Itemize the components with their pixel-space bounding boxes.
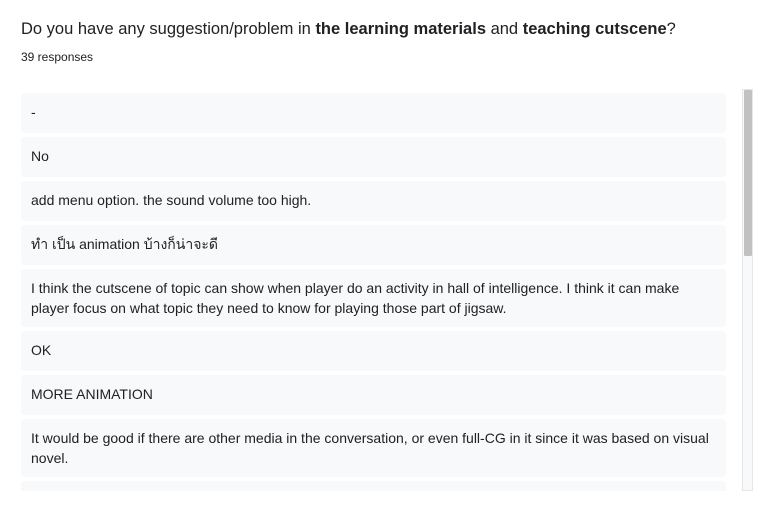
answer-item: MORE ANIMATION xyxy=(21,375,726,415)
scrollbar-thumb[interactable] xyxy=(744,90,752,256)
answer-item: - xyxy=(21,93,726,133)
question-text-part1: Do you have any suggestion/problem in xyxy=(21,20,316,38)
answer-item xyxy=(21,481,726,491)
answers-scrollbar[interactable] xyxy=(742,89,753,491)
question-title: Do you have any suggestion/problem in th… xyxy=(21,18,676,40)
answer-item: I think the cutscene of topic can show w… xyxy=(21,269,726,327)
answers-list[interactable]: - No add menu option. the sound volume t… xyxy=(21,93,726,491)
answer-item: OK xyxy=(21,331,726,371)
response-count: 39 responses xyxy=(21,50,94,64)
answer-item: add menu option. the sound volume too hi… xyxy=(21,181,726,221)
question-text-bold1: the learning materials xyxy=(315,20,486,38)
answer-item: ทำ เป็น animation บ้างก็น่าจะดี xyxy=(21,225,726,265)
question-text-bold2: teaching cutscene xyxy=(522,20,667,38)
answer-item: No xyxy=(21,137,726,177)
question-text-part2: and xyxy=(486,20,523,38)
question-text-part3: ? xyxy=(666,20,676,38)
answer-item: It would be good if there are other medi… xyxy=(21,419,726,477)
